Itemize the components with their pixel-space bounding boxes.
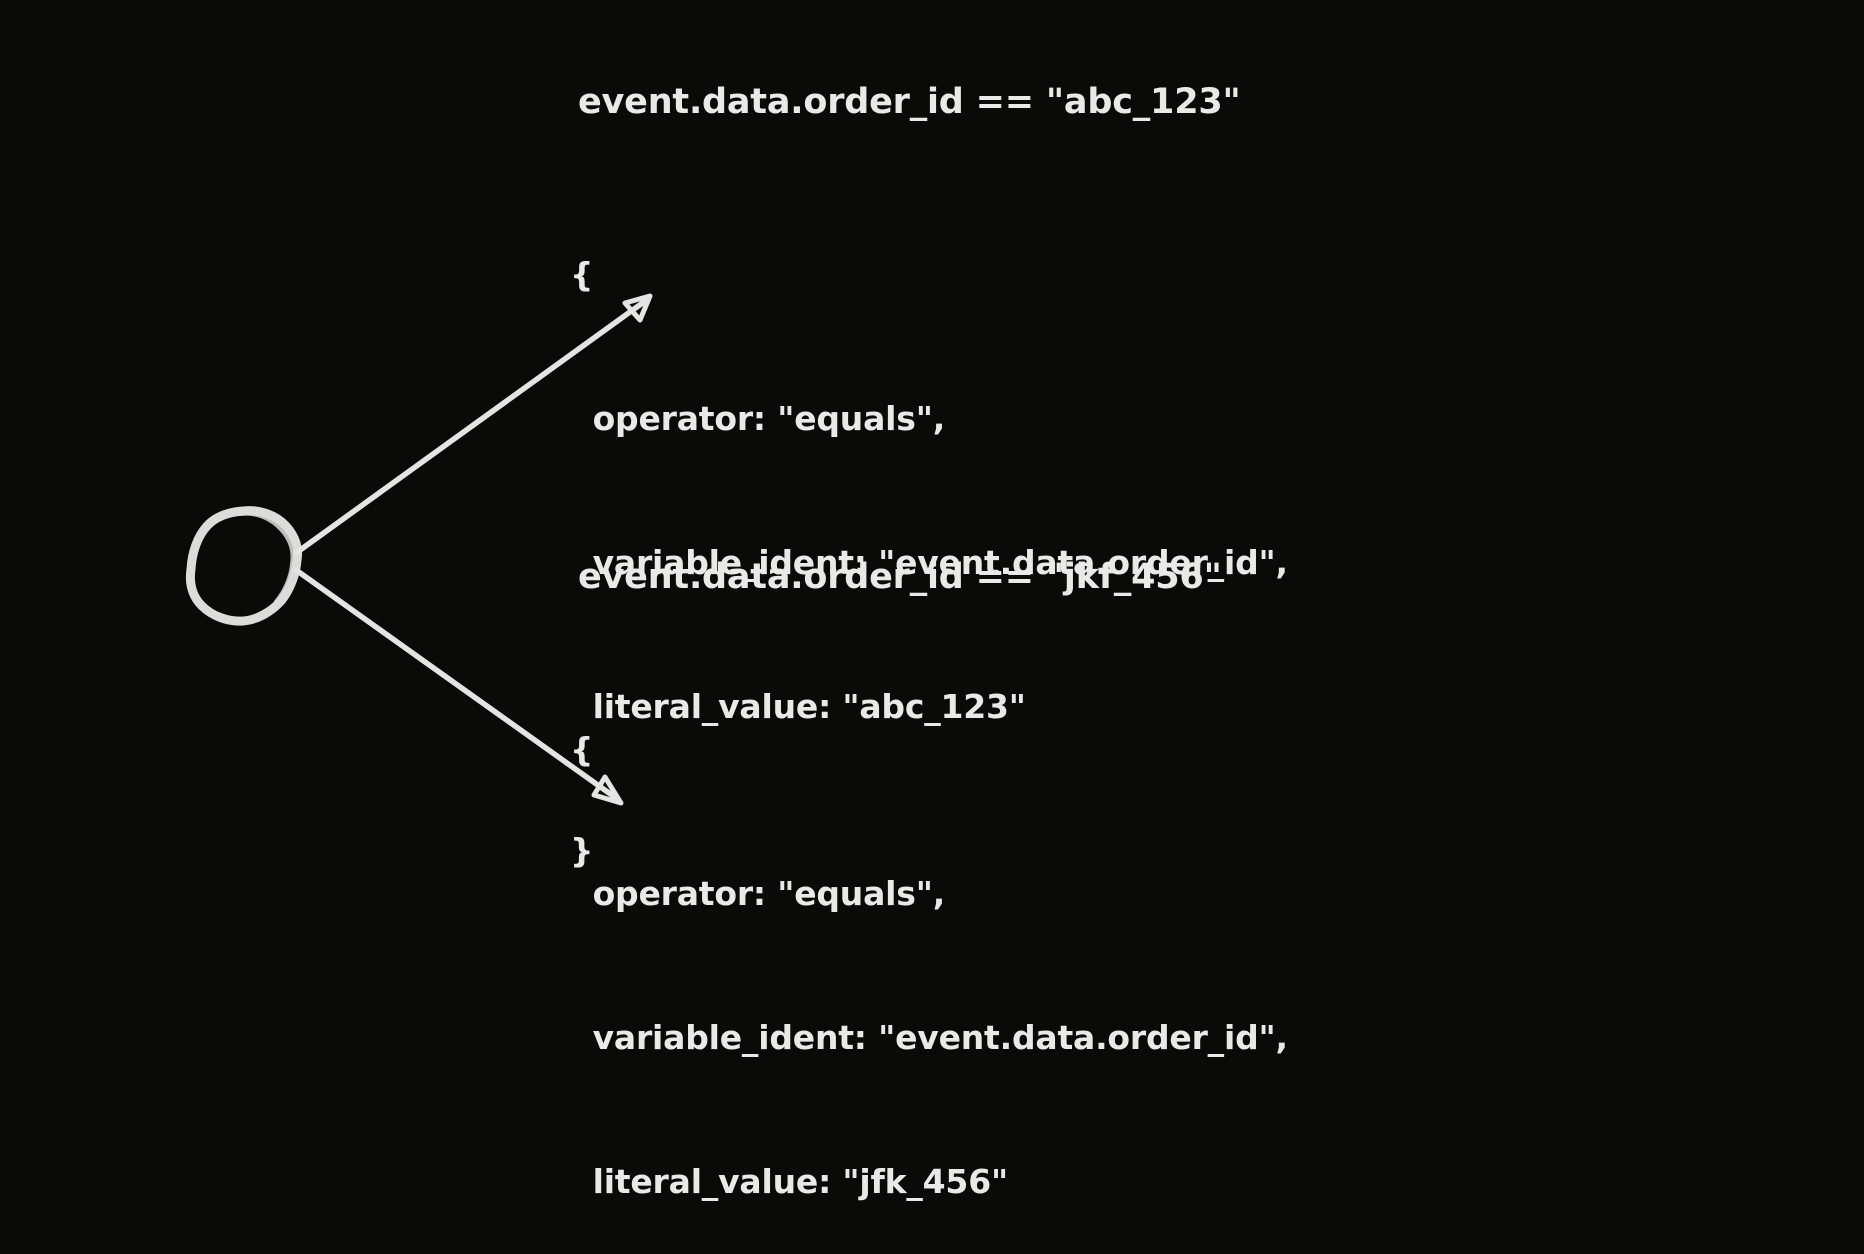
code-line: literal_value: "jfk_456" bbox=[570, 1162, 1009, 1201]
code-line: } bbox=[570, 831, 594, 870]
source-node[interactable] bbox=[185, 506, 303, 626]
branch-1-heading[interactable]: event.data.order_id == "abc_123" bbox=[578, 82, 1241, 122]
code-line: variable_ident: "event.data.order_id", bbox=[570, 543, 1288, 582]
code-line: { bbox=[570, 730, 594, 769]
code-line: operator: "equals", bbox=[570, 874, 946, 913]
branch-1-code-block[interactable]: { operator: "equals", variable_ident: "e… bbox=[570, 155, 1288, 971]
code-line: operator: "equals", bbox=[570, 399, 946, 438]
branch-2-heading[interactable]: event.data.order_id == "jkf_456" bbox=[578, 557, 1222, 597]
code-line: { bbox=[570, 255, 594, 294]
code-line: literal_value: "abc_123" bbox=[570, 687, 1026, 726]
branch-2-code-block[interactable]: { operator: "equals", variable_ident: "e… bbox=[570, 630, 1288, 1254]
code-line: variable_ident: "event.data.order_id", bbox=[570, 1018, 1288, 1057]
